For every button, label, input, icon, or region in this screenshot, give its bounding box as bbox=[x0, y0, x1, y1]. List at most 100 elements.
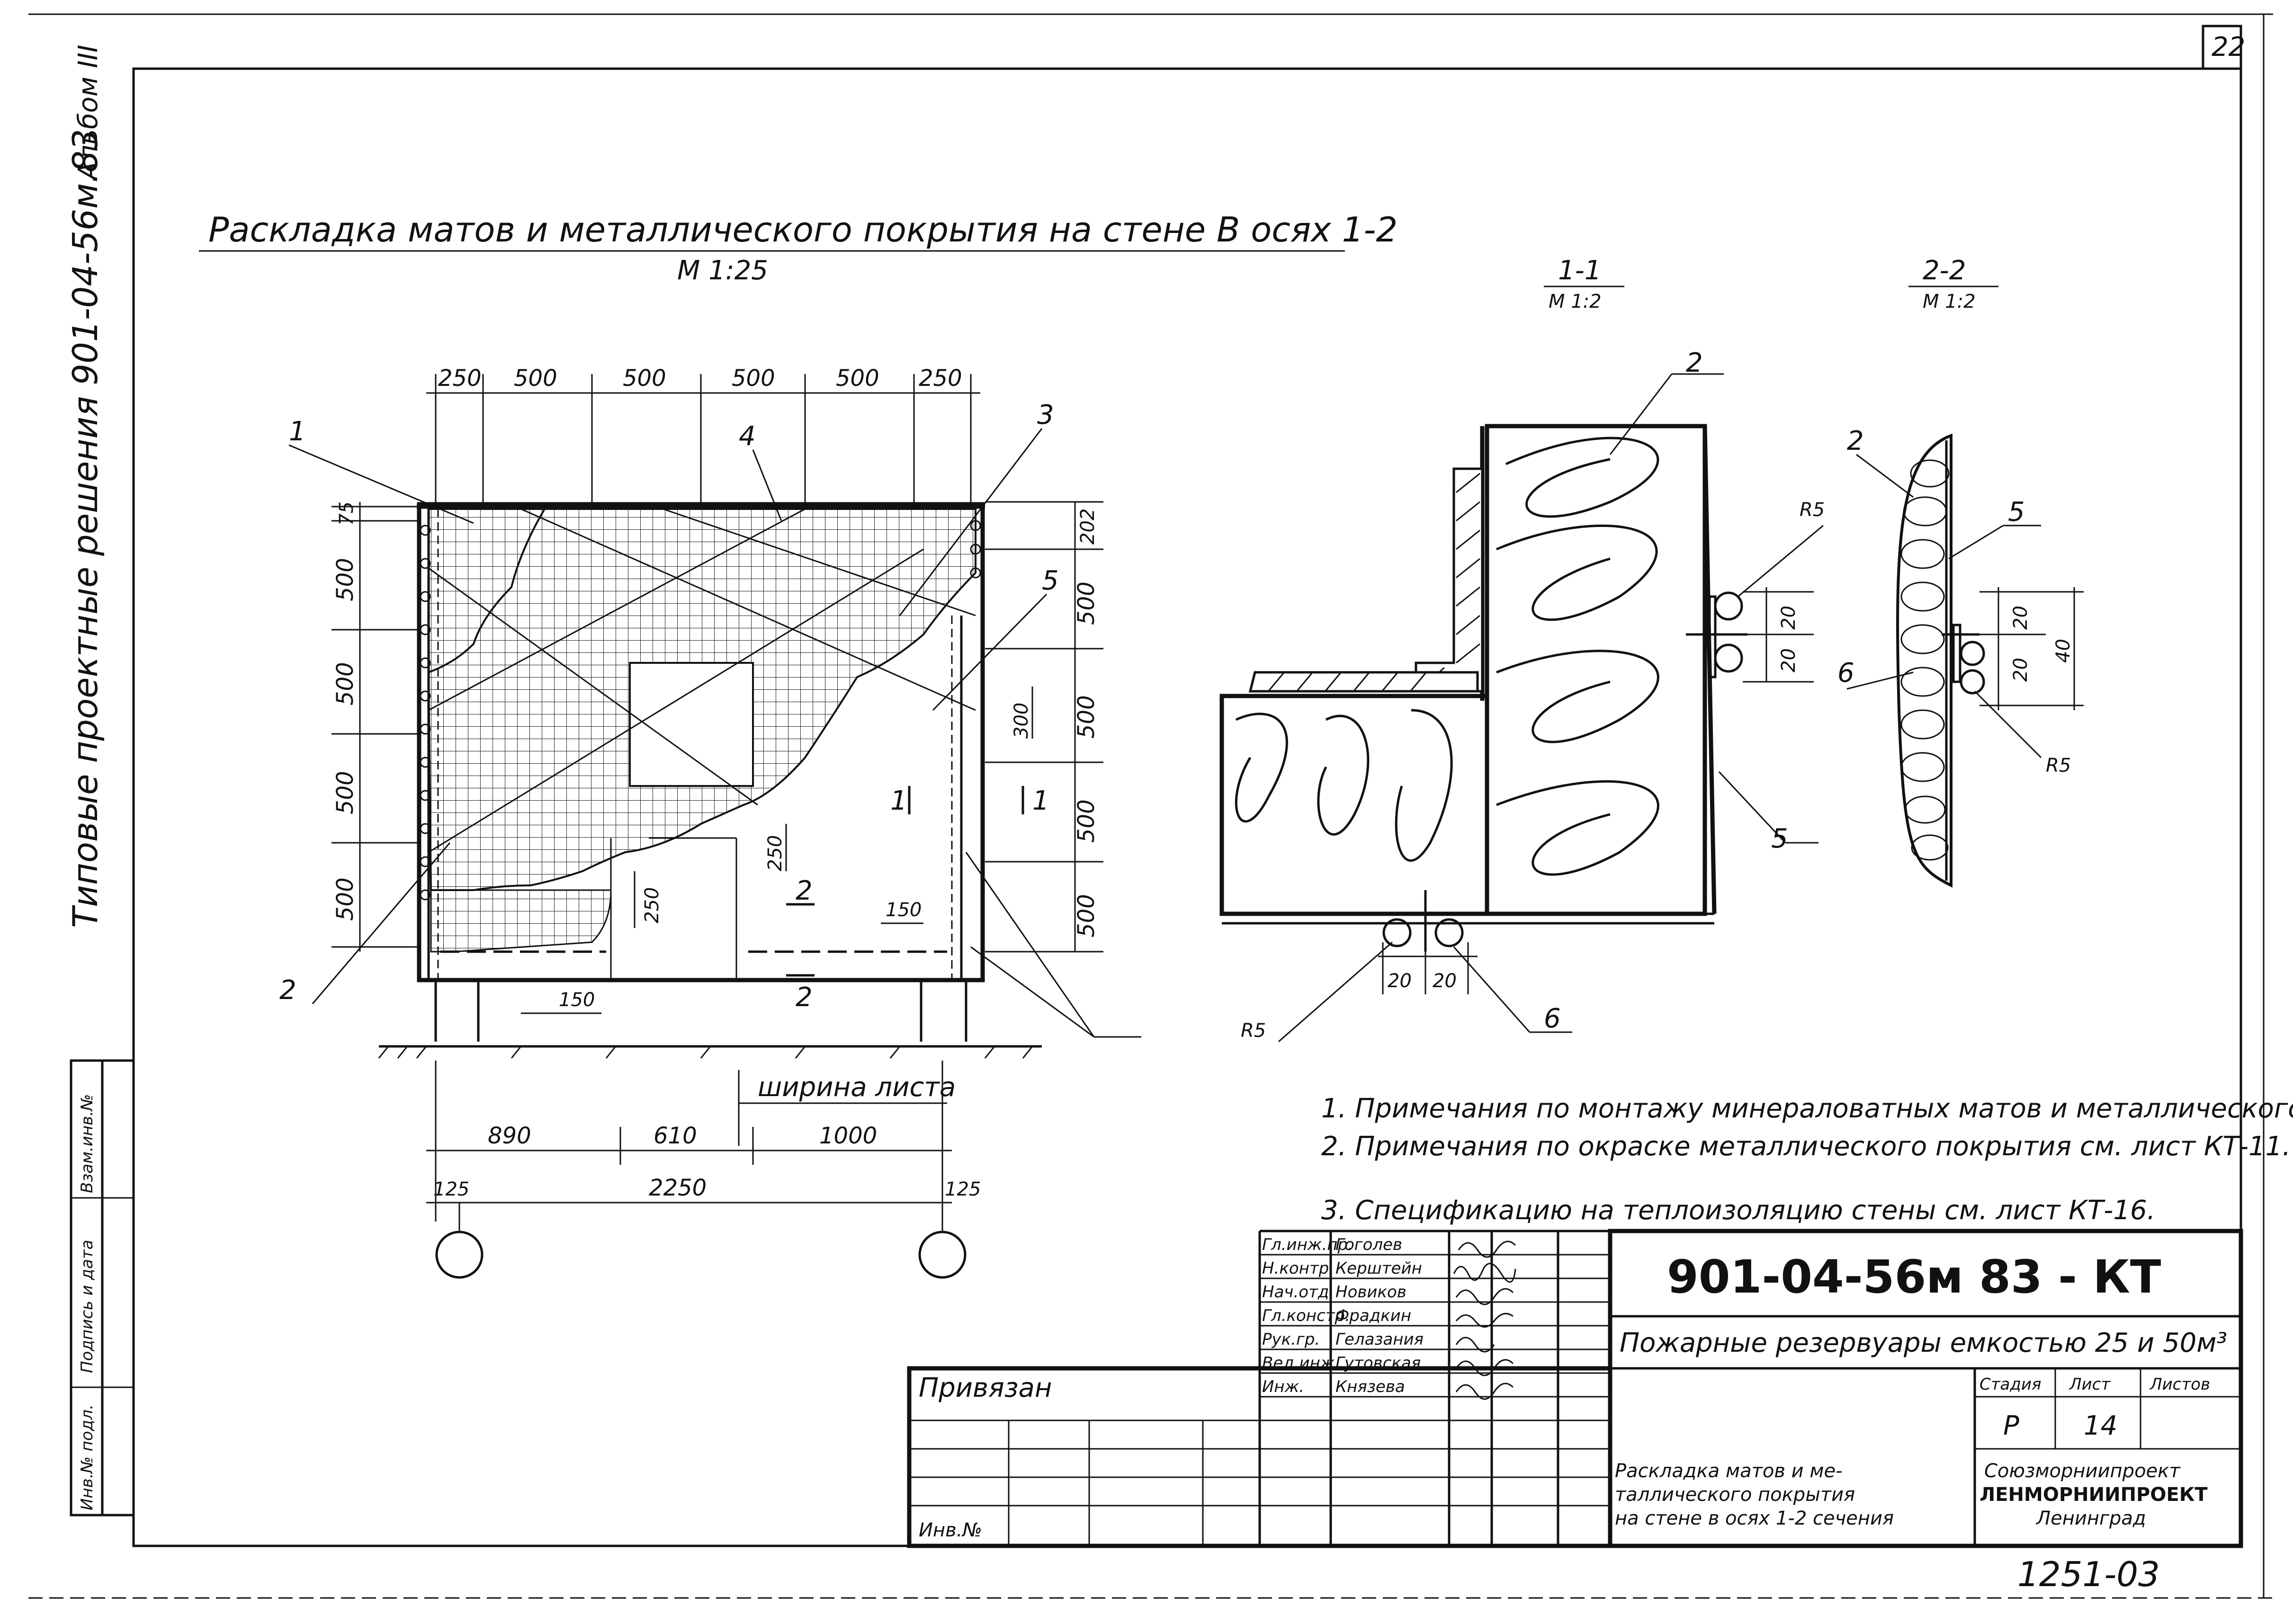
role-4: Гл.констр. bbox=[1262, 1306, 1350, 1325]
inner-dim-150-a: 150 bbox=[886, 899, 922, 921]
left-dim-1: 75 bbox=[336, 501, 358, 526]
notes: 1. Примечания по монтажу минераловатных … bbox=[1321, 1093, 2293, 1226]
left-dim-3: 500 bbox=[332, 662, 358, 705]
signatures bbox=[1453, 1240, 1516, 1400]
sec1-callout-5: 5 bbox=[1771, 823, 1788, 854]
sec2-callout-5: 5 bbox=[2008, 497, 2025, 527]
bottom-code: 1251-03 bbox=[2017, 1554, 2160, 1594]
org-1: Союзморниипроект bbox=[1984, 1460, 2181, 1482]
drawing-title-1: Раскладка матов и ме- bbox=[1615, 1460, 1843, 1482]
right-dim-2: 500 bbox=[1073, 581, 1100, 625]
cut-mark-2-bottom: 2 bbox=[796, 982, 813, 1013]
sec1-dim-3: 20 bbox=[1388, 970, 1412, 992]
org-3: Ленинград bbox=[2035, 1508, 2146, 1529]
wall-callouts: 1 4 3 5 2 bbox=[279, 400, 1141, 1038]
callout-3: 3 bbox=[1037, 400, 1054, 430]
left-dim-5: 500 bbox=[332, 877, 358, 921]
bottom-dim-2250: 2250 bbox=[649, 1175, 707, 1201]
cut-mark-1-right: 1 bbox=[1032, 785, 1049, 816]
stage-head: Стадия bbox=[1980, 1375, 2041, 1394]
name-4: Фрадкин bbox=[1335, 1306, 1411, 1325]
main-title-text: Раскладка матов и металлического покрыти… bbox=[208, 210, 1397, 250]
top-dim-1: 250 bbox=[438, 365, 482, 392]
sec2-dim-2: 20 bbox=[2010, 658, 2032, 682]
main-title-scale: М 1:25 bbox=[677, 255, 768, 286]
inner-dim-150-b: 150 bbox=[559, 989, 595, 1011]
name-5: Гелазания bbox=[1335, 1330, 1424, 1349]
section-1-1: 1-1 М 1:2 bbox=[1219, 255, 1825, 1043]
note-2: 2. Примечания по окраске металлического … bbox=[1321, 1131, 2291, 1162]
right-dim-4: 500 bbox=[1073, 799, 1100, 843]
sec2-r5: R5 bbox=[2046, 755, 2071, 776]
role-1: Гл.инж.пр. bbox=[1262, 1235, 1353, 1254]
axis-bubble-2 bbox=[918, 1231, 967, 1279]
side-label-sign: Подпись и дата bbox=[78, 1240, 97, 1373]
inv-no-label: Инв.№ bbox=[919, 1519, 982, 1541]
sheet-number: 22 bbox=[2212, 32, 2245, 62]
org-2: ЛЕНМОРНИИПРОЕКТ bbox=[1980, 1484, 2208, 1506]
sec1-callout-2: 2 bbox=[1686, 348, 1703, 378]
name-6: Гутовская bbox=[1335, 1354, 1421, 1373]
wall-elevation: 250 500 500 500 500 250 bbox=[279, 365, 1141, 1279]
top-dim-6: 250 bbox=[919, 365, 962, 392]
side-label-album: Альбом III bbox=[73, 45, 104, 182]
sec1-r5-top: R5 bbox=[1800, 499, 1825, 521]
top-dim-2: 500 bbox=[514, 365, 557, 392]
side-label-replace: Взам.инв.№ bbox=[78, 1094, 97, 1193]
top-dim-3: 500 bbox=[623, 365, 666, 392]
inner-dim-300: 300 bbox=[1011, 703, 1032, 739]
role-2: Н.контр. bbox=[1262, 1259, 1334, 1278]
left-dim-4: 500 bbox=[332, 771, 358, 814]
sheet-width-label: ширина листа bbox=[758, 1072, 956, 1103]
callout-2: 2 bbox=[279, 975, 296, 1006]
sec1-callout-6: 6 bbox=[1544, 1003, 1561, 1034]
stamp-code: 901-04-56м 83 - КТ bbox=[1667, 1250, 2161, 1303]
left-dim-2: 500 bbox=[332, 558, 358, 601]
bottom-dim-125-right: 125 bbox=[945, 1178, 981, 1200]
axis-bubble-1 bbox=[435, 1231, 484, 1279]
callout-5: 5 bbox=[1042, 565, 1059, 596]
sec1-dim-2: 20 bbox=[1778, 648, 1800, 672]
sec2-callout-2: 2 bbox=[1847, 426, 1864, 456]
name-1: Гоголев bbox=[1335, 1235, 1402, 1254]
sec1-r5-bottom: R5 bbox=[1241, 1020, 1266, 1042]
name-3: Новиков bbox=[1335, 1283, 1406, 1302]
name-2: Керштейн bbox=[1335, 1259, 1422, 1278]
overlap-diagonals bbox=[428, 508, 976, 853]
bottom-dim-610: 610 bbox=[654, 1123, 697, 1149]
wall-opening bbox=[629, 662, 754, 787]
top-dim-4: 500 bbox=[732, 365, 775, 392]
sec2-dim-3: 40 bbox=[2052, 639, 2074, 663]
sheets-head: Листов bbox=[2149, 1375, 2210, 1394]
sec2-callout-6: 6 bbox=[1837, 658, 1854, 688]
left-fastener-row bbox=[420, 509, 439, 980]
side-stamp: Взам.инв.№ Подпись и дата Инв.№ подл. Ти… bbox=[65, 45, 135, 1517]
section-2-label: 2-2 bbox=[1923, 255, 1966, 286]
role-7: Инж. bbox=[1262, 1377, 1304, 1396]
callout-1: 1 bbox=[289, 416, 306, 447]
note-1: 1. Примечания по монтажу минераловатных … bbox=[1321, 1093, 2293, 1124]
top-dim-5: 500 bbox=[836, 365, 879, 392]
drawing-title-2: таллического покрытия bbox=[1615, 1484, 1855, 1506]
note-3: 3. Спецификацию на теплоизоляцию стены с… bbox=[1321, 1195, 2155, 1226]
role-5: Рук.гр. bbox=[1262, 1330, 1320, 1349]
sec2-dim-1: 20 bbox=[2010, 606, 2032, 630]
role-6: Вед.инж. bbox=[1262, 1354, 1340, 1373]
side-label-inv: Инв.№ подл. bbox=[78, 1404, 97, 1510]
section-1-scale: М 1:2 bbox=[1549, 291, 1602, 312]
right-dim-1: 202 bbox=[1077, 509, 1099, 544]
sheet-value: 14 bbox=[2084, 1410, 2117, 1441]
privyazan-label: Привязан bbox=[919, 1373, 1052, 1403]
section-2-scale: М 1:2 bbox=[1923, 291, 1976, 312]
drawing-title-3: на стене в осях 1-2 сечения bbox=[1615, 1508, 1894, 1529]
inner-dim-250-a: 250 bbox=[764, 835, 786, 871]
right-fastener-row bbox=[951, 520, 981, 980]
stamp-project: Пожарные резервуары емкостью 25 и 50м³ bbox=[1620, 1328, 2227, 1358]
bottom-dim-1000: 1000 bbox=[819, 1123, 877, 1149]
title-block: Привязан Инв.№ Гл.инж.пр. Гоголев Н.конт… bbox=[907, 1229, 2243, 1594]
inner-dim-250-b: 250 bbox=[641, 887, 663, 923]
role-3: Нач.отд. bbox=[1262, 1283, 1334, 1302]
top-dimension-ticks bbox=[435, 374, 972, 507]
side-label-series: Типовые проектные решения 901-04-56м.83 bbox=[65, 129, 105, 928]
